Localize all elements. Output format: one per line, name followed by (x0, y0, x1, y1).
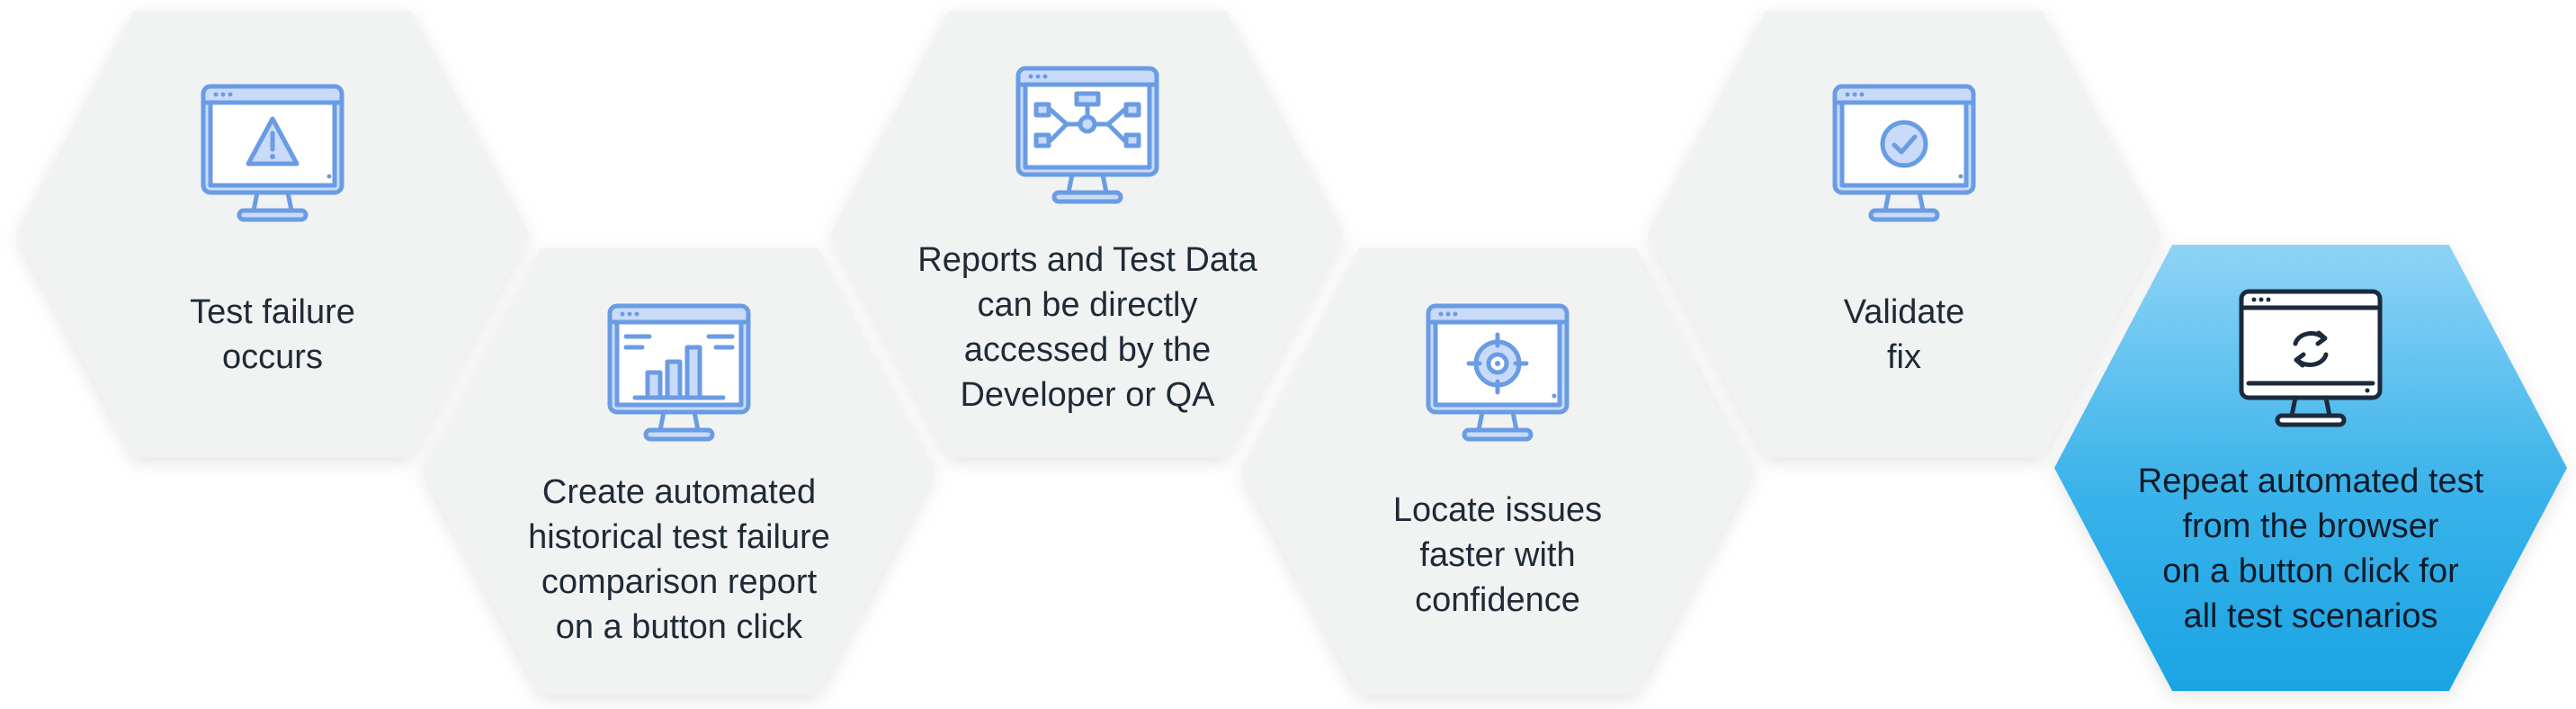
step-label: Locate issues faster with confidence (1392, 491, 1603, 619)
step-label: Repeat automated test from the browser o… (2137, 462, 2484, 635)
monitor-warning-icon (201, 84, 344, 222)
step-1-hexagon: Test failure occurs (16, 11, 529, 457)
monitor-bar-chart-icon (607, 303, 751, 442)
step-6-hexagon: Repeat automated test from the browser o… (2054, 245, 2567, 691)
step-label: Reports and Test Data can be directly ac… (917, 241, 1257, 414)
step-5-hexagon: Validate fix (1648, 11, 2160, 457)
monitor-check-icon (1832, 84, 1976, 222)
monitor-flowchart-icon (1015, 66, 1159, 204)
step-4-hexagon: Locate issues faster with confidence (1241, 248, 1754, 695)
step-2-hexagon: Create automated historical test failure… (423, 248, 935, 695)
monitor-target-icon (1426, 303, 1570, 442)
monitor-repeat-icon (2239, 289, 2383, 427)
step-3-hexagon: Reports and Test Data can be directly ac… (831, 11, 1344, 457)
step-label: Test failure occurs (190, 293, 355, 376)
step-label: Create automated historical test failure… (528, 473, 830, 646)
step-label: Validate fix (1843, 293, 1965, 376)
